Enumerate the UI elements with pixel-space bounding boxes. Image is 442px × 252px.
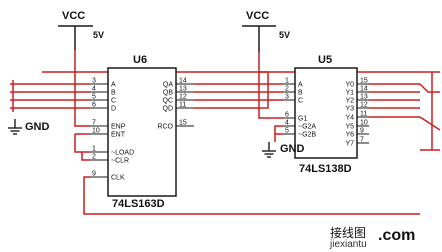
u6-chip-pin-name-qd: QD <box>163 106 174 113</box>
u6-chip-pin-num-12: 12 <box>179 94 187 101</box>
wire-clock <box>83 176 420 215</box>
u6-chip-pin-name-b: B <box>111 90 116 97</box>
u5-chip-pin-num-11: 11 <box>360 111 367 118</box>
u5-chip-pin-name-y0: Y0 <box>345 82 354 89</box>
watermark-tld: .com <box>378 227 415 244</box>
u6-chip-pin-num-7: 7 <box>92 120 96 127</box>
vcc-label-left: VCC <box>62 10 85 22</box>
u6-chip-pin-num-13: 13 <box>179 86 187 93</box>
gnd-label-left: GND <box>25 121 50 133</box>
u5-chip-pin-num-15: 15 <box>360 78 368 85</box>
vcc-label-right: VCC <box>246 10 269 22</box>
wire-g2-tie <box>274 125 283 135</box>
watermark-site: jiexiantu <box>329 239 367 250</box>
u6-chip-pin-name-qb: QB <box>163 90 173 97</box>
u5-chip-pin-name-ng2b: ~G2B <box>298 132 316 139</box>
u6-chip-pin-num-9: 9 <box>92 171 96 178</box>
u6-chip-pin-num-11: 11 <box>179 102 186 109</box>
u6-chip-pin-num-6: 6 <box>92 102 96 109</box>
u6-chip-pin-num-15: 15 <box>179 120 187 127</box>
u5-chip-pin-num-4: 4 <box>285 120 289 127</box>
voltage-label-right: 5V <box>279 30 290 40</box>
u6-chip-body <box>107 67 177 197</box>
u5-chip-pin-name-y5: Y5 <box>345 124 354 131</box>
u5-chip-pin-name-y6: Y6 <box>345 132 354 139</box>
u5-chip-pin-num-2: 2 <box>285 86 289 93</box>
u5-chip-pin-name-a: A <box>298 82 303 89</box>
u6-chip-pin-num-5: 5 <box>92 94 96 101</box>
wire-y-bus-b <box>419 116 441 131</box>
parts: 3A4B5C6D7ENP10ENT1~LOAD2~CLR9CLK14QA13QB… <box>8 25 369 197</box>
u5-chip-pin-name-c: C <box>298 98 303 105</box>
u6-ref: U6 <box>133 54 147 66</box>
u6-chip-pin-num-10: 10 <box>92 128 100 135</box>
u6-chip-pin-name-d: D <box>111 106 116 113</box>
u5-chip-pin-num-5: 5 <box>285 128 289 135</box>
u5-chip-pin-name-y2: Y2 <box>345 98 354 105</box>
u5-chip-pin-name-y4: Y4 <box>345 115 354 122</box>
u5-chip-pin-name-y1: Y1 <box>345 90 354 97</box>
u6-chip-pin-num-1: 1 <box>92 146 96 153</box>
gnd-label-right: GND <box>280 143 305 155</box>
u5-chip-pin-num-6: 6 <box>285 112 289 119</box>
u5-chip-pin-name-y7: Y7 <box>345 141 354 148</box>
u5-chip-pin-name-g1: G1 <box>298 116 307 123</box>
u5-chip-pin-num-7: 7 <box>360 137 364 144</box>
u5-chip-body <box>294 67 358 159</box>
u5-chip-pin-num-13: 13 <box>360 94 368 101</box>
u6-chip-pin-num-14: 14 <box>179 78 187 85</box>
u5-chip-pin-num-14: 14 <box>360 86 368 93</box>
u6-chip-pin-name-enp: ENP <box>111 124 126 131</box>
u6-chip-pin-num-4: 4 <box>92 86 96 93</box>
u6-chip-pin-name-a: A <box>111 82 116 89</box>
wire-vcc-g1 <box>258 52 283 119</box>
u6-chip-pin-num-3: 3 <box>92 78 96 85</box>
u6-chip-pin-name-qc: QC <box>163 98 174 105</box>
u6-chip-pin-name-c: C <box>111 98 116 105</box>
voltage-label-left: 5V <box>93 30 104 40</box>
u6-chip-pin-name-nload: ~LOAD <box>111 150 134 157</box>
u5-chip-pin-name-ng2a: ~G2A <box>298 124 316 131</box>
u5-ref: U5 <box>318 54 332 66</box>
u6-chip-pin-name-clk: CLK <box>111 175 125 182</box>
wire-qd-loop <box>194 71 269 109</box>
watermark-brand: 接线图 <box>330 225 366 240</box>
wire-vcc-enp <box>74 50 90 127</box>
u5-chip-pin-num-12: 12 <box>360 102 368 109</box>
u5-part: 74LS138D <box>299 163 352 175</box>
u5-chip-pin-num-1: 1 <box>285 78 289 85</box>
u5-chip-pin-name-y3: Y3 <box>345 106 354 113</box>
u6-part: 74LS163D <box>112 198 165 210</box>
u6-chip-pin-name-qa: QA <box>163 82 173 89</box>
u6-chip-pin-num-2: 2 <box>92 154 96 161</box>
u6-chip-pin-name-ent: ENT <box>111 132 126 139</box>
u6-chip-pin-name-nclr: ~CLR <box>111 158 129 165</box>
wires <box>10 50 441 215</box>
watermark: 接线图 .com jiexiantu <box>329 225 415 250</box>
u5-chip-pin-name-b: B <box>298 90 303 97</box>
u5-chip-pin-num-10: 10 <box>360 120 368 127</box>
wire-clr <box>81 152 90 161</box>
wire-y-bus-a <box>419 83 440 93</box>
u5-chip-pin-num-9: 9 <box>360 128 364 135</box>
wire-vcc-load <box>74 134 90 153</box>
u6-chip-pin-name-rco: RCO <box>157 124 173 131</box>
u5-chip-pin-num-3: 3 <box>285 94 289 101</box>
